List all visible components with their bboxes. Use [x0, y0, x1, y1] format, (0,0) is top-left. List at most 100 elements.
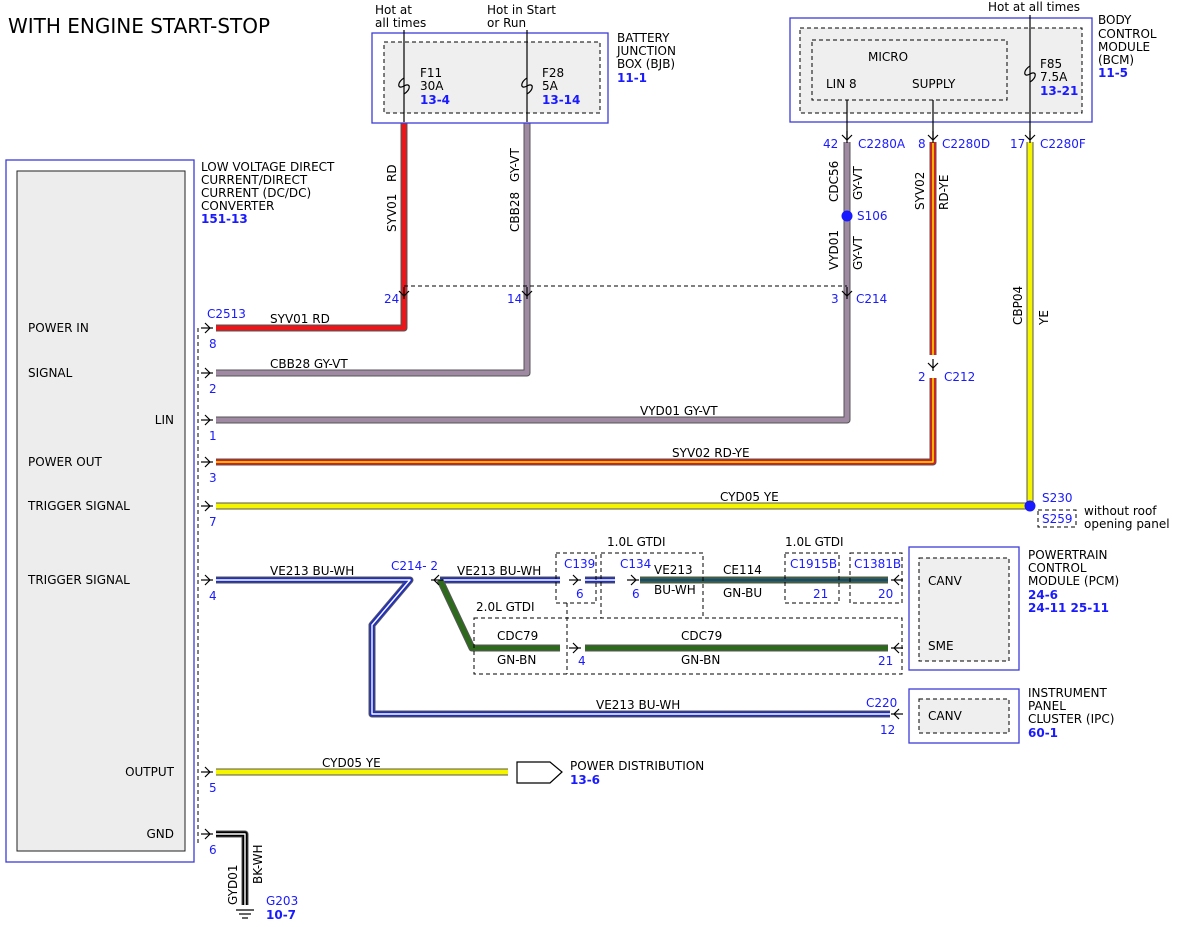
- wire-label: VE213: [654, 563, 693, 577]
- fuse-f11-rating: 30A: [420, 79, 444, 93]
- gtdi-box-b: [473, 617, 903, 675]
- c134-pin: 6: [632, 587, 640, 601]
- wire-label: CBB28: [508, 192, 522, 232]
- wire-label: RD: [385, 164, 399, 182]
- wire-label: GY-VT: [508, 148, 522, 182]
- pcm-label: POWERTRAIN: [1028, 548, 1108, 562]
- bjb-hot-left: all times: [375, 16, 426, 30]
- c2513-name: C2513: [207, 307, 246, 321]
- c220-name: C220: [866, 696, 897, 710]
- c214-2-name: C214- 2: [391, 559, 438, 573]
- ipc-label: INSTRUMENT: [1028, 686, 1107, 700]
- dcdc-pin-name: TRIGGER SIGNAL: [27, 573, 130, 587]
- fuse-icon: [1024, 65, 1036, 83]
- bjb-hot-right: Hot in Start: [487, 3, 556, 17]
- wire-label: SYV01: [385, 194, 399, 232]
- ipc-canv: CANV: [928, 709, 963, 723]
- c139-pin: 6: [576, 587, 584, 601]
- gtdi-label: 1.0L GTDI: [607, 535, 666, 549]
- fuse-f11-ref: 13-4: [420, 93, 450, 107]
- dcdc-pin-num: 2: [209, 382, 217, 396]
- fuse-f85-ref: 13-21: [1040, 84, 1078, 98]
- bcm-ref: 11-5: [1098, 66, 1128, 80]
- wire-label: GYD01: [226, 864, 240, 905]
- bcm-label: CONTROL: [1098, 27, 1157, 41]
- dcdc-pin-num: 7: [209, 515, 217, 529]
- wire-label: VE213 BU-WH: [596, 698, 680, 712]
- dcdc-label: CURRENT/DIRECT: [201, 173, 308, 187]
- dcdc-pin-num: 5: [209, 781, 217, 795]
- bjb-ref: 11-1: [617, 71, 647, 85]
- wire-label: CYD05 YE: [720, 490, 779, 504]
- pcm-sme: SME: [928, 639, 954, 653]
- dcdc-pin-num: 1: [209, 429, 217, 443]
- s106-label: S106: [857, 209, 888, 223]
- wire-label: BU-WH: [654, 583, 696, 597]
- bcm-lin: LIN 8: [826, 77, 857, 91]
- c2280a-name: C2280A: [858, 137, 906, 151]
- ipc-label: CLUSTER (IPC): [1028, 712, 1114, 726]
- wire-label: SYV01 RD: [270, 312, 330, 326]
- fuse-icon: [521, 77, 533, 95]
- c2280d-name: C2280D: [942, 137, 990, 151]
- wire-label: GY-VT: [851, 236, 865, 270]
- power-distribution-arrow-icon: [516, 761, 563, 784]
- bjb-hot-left: Hot at: [375, 3, 412, 17]
- bcm-label: BODY: [1098, 13, 1132, 27]
- dcdc-pin-name: OUTPUT: [125, 765, 175, 779]
- wire-label: GN-BN: [497, 653, 536, 667]
- wire-gyd01-stripe: [216, 833, 246, 905]
- wire-label: RD-YE: [937, 175, 951, 210]
- wire-label: GN-BN: [681, 653, 720, 667]
- wire-vyd01: [216, 142, 850, 423]
- dcdc-label: CONVERTER: [201, 199, 274, 213]
- wire-label: CE114: [723, 563, 762, 577]
- s106-splice: [841, 210, 853, 222]
- c1915b-box: [784, 552, 840, 604]
- wire-vyd01-outline: [216, 142, 851, 424]
- c214-pin: 24: [384, 292, 399, 306]
- bcm-label: MODULE: [1098, 40, 1150, 54]
- c212-name: C212: [944, 370, 975, 384]
- wire-label: GN-BU: [723, 586, 762, 600]
- c2280f-name: C2280F: [1040, 137, 1086, 151]
- c139-name: C139: [564, 557, 595, 571]
- bjb-label: JUNCTION: [616, 44, 676, 58]
- dcdc-pin-name: LIN: [155, 413, 174, 427]
- fuse-icon: [398, 77, 410, 95]
- power-distribution-label: POWER DISTRIBUTION: [570, 759, 704, 773]
- power-distribution-ref: 13-6: [570, 773, 600, 787]
- c212-pin: 2: [918, 370, 926, 384]
- c1915b-pin: 21: [813, 587, 828, 601]
- c214-name: C214: [856, 292, 887, 306]
- page-title: WITH ENGINE START-STOP: [8, 14, 270, 38]
- pcm-ref: 24-6: [1028, 588, 1058, 602]
- gtdi-label: 2.0L GTDI: [476, 600, 535, 614]
- c139-box: [555, 552, 597, 604]
- pcm-label: MODULE (PCM): [1028, 574, 1119, 588]
- s259-box: [1037, 509, 1077, 528]
- dcdc-pin-name: POWER IN: [28, 321, 89, 335]
- wire-label: GY-VT: [851, 166, 865, 200]
- wire-label: VE213 BU-WH: [270, 564, 354, 578]
- bcm-micro-box: [811, 39, 1008, 101]
- bcm-label: (BCM): [1098, 53, 1134, 67]
- fuse-f28-rating: 5A: [542, 79, 559, 93]
- wire-label: VYD01: [827, 230, 841, 270]
- fuse-f28-name: F28: [542, 66, 564, 80]
- wire-label: CBB28 GY-VT: [270, 357, 348, 371]
- bjb-label: BOX (BJB): [617, 57, 675, 71]
- c2280f-pin: 17: [1010, 137, 1025, 151]
- wire-label: CDC56: [827, 161, 841, 202]
- wire-label: VYD01 GY-VT: [640, 404, 718, 418]
- c134-name: C134: [620, 557, 651, 571]
- wire-cbb28: [216, 122, 530, 376]
- wire-cdc79-a: [437, 578, 560, 651]
- pcm-pin-canv: 20: [878, 587, 893, 601]
- pcm-canv: CANV: [928, 574, 963, 588]
- wire-label: SYV02: [913, 172, 927, 210]
- pcm-ref: 24-11 25-11: [1028, 601, 1109, 615]
- dcdc-pin-num: 8: [209, 337, 217, 351]
- bjb-inner: [383, 41, 601, 114]
